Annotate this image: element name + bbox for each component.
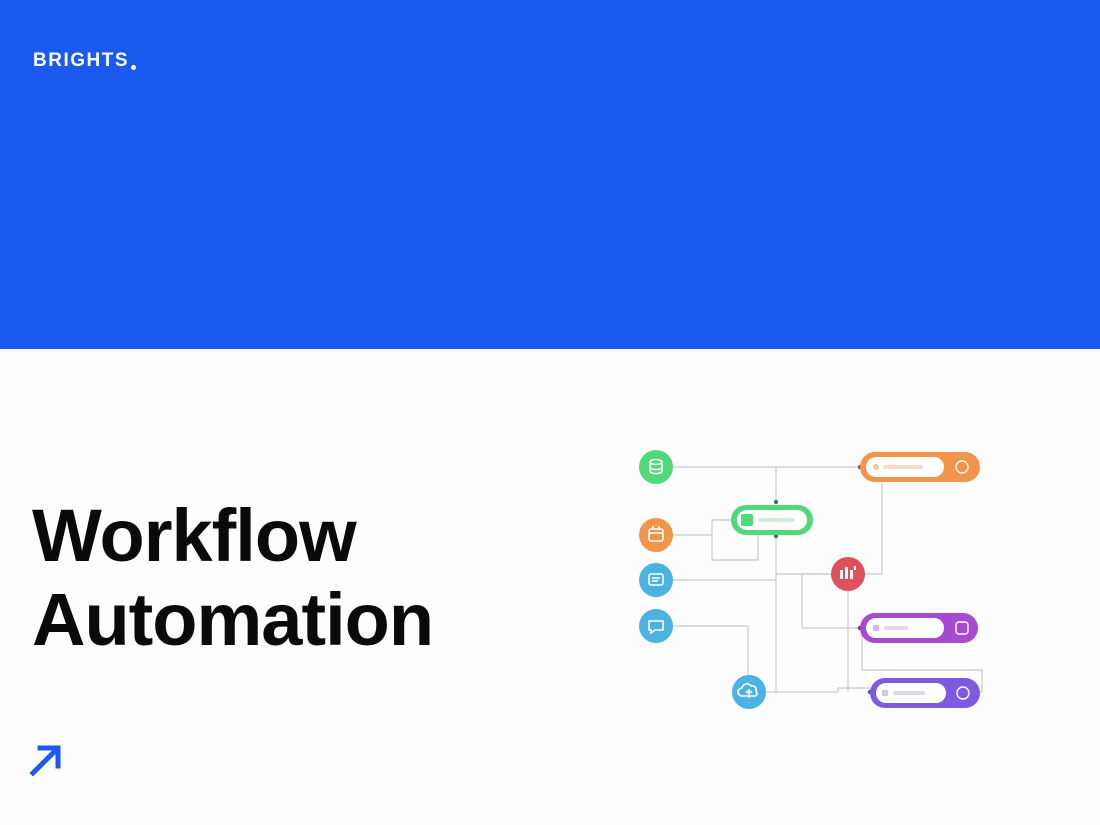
chat-node[interactable] <box>639 609 673 643</box>
arrow-up-right-icon[interactable] <box>28 742 64 778</box>
chat-icon <box>648 620 664 635</box>
pill-bullet-icon <box>873 464 879 470</box>
connector-line <box>837 687 870 692</box>
clock-icon <box>955 460 969 474</box>
database-icon <box>649 458 663 475</box>
message-node[interactable] <box>639 563 673 597</box>
violet-pill-text-placeholder <box>893 691 925 695</box>
settings-icon <box>955 621 969 635</box>
connector-line <box>864 467 883 575</box>
calendar-icon <box>648 526 664 542</box>
database-node[interactable] <box>639 450 673 484</box>
spreadsheet-icon <box>741 514 753 526</box>
hero-banner: BRIGHTS <box>0 0 1100 349</box>
brand-name: BRIGHTS <box>33 50 129 71</box>
calendar-node[interactable] <box>639 518 673 552</box>
message-icon <box>648 573 664 586</box>
purple-pill-text-placeholder <box>884 626 908 630</box>
workflow-diagram <box>639 450 983 709</box>
sheet-pill-text-placeholder <box>758 518 794 522</box>
title-line-2: Automation <box>32 578 434 661</box>
title-line-1: Workflow <box>32 494 357 577</box>
pill-bullet-icon <box>882 690 888 696</box>
hub-icon <box>840 566 856 579</box>
sheet-pill[interactable] <box>731 505 813 535</box>
connector-line <box>711 519 768 561</box>
connection-dot <box>773 499 779 505</box>
orange-pill-text-placeholder <box>883 465 923 469</box>
violet-pill[interactable] <box>870 678 980 708</box>
brand-logo[interactable]: BRIGHTS <box>33 50 136 72</box>
pill-bullet-icon <box>873 625 879 631</box>
connector-line <box>656 625 749 692</box>
connector-lines <box>656 466 983 693</box>
connector-line <box>801 573 860 629</box>
purple-pill[interactable] <box>860 613 978 643</box>
hub-node[interactable] <box>831 557 865 591</box>
orange-pill[interactable] <box>860 452 980 482</box>
cloud-upload-icon <box>737 683 758 698</box>
page-title: Workflow Automation <box>32 494 434 662</box>
bot-icon <box>956 686 970 700</box>
logo-dot-icon <box>131 65 136 70</box>
content-area <box>0 349 1100 825</box>
upload-node[interactable] <box>732 675 766 709</box>
connector-line <box>861 628 983 693</box>
